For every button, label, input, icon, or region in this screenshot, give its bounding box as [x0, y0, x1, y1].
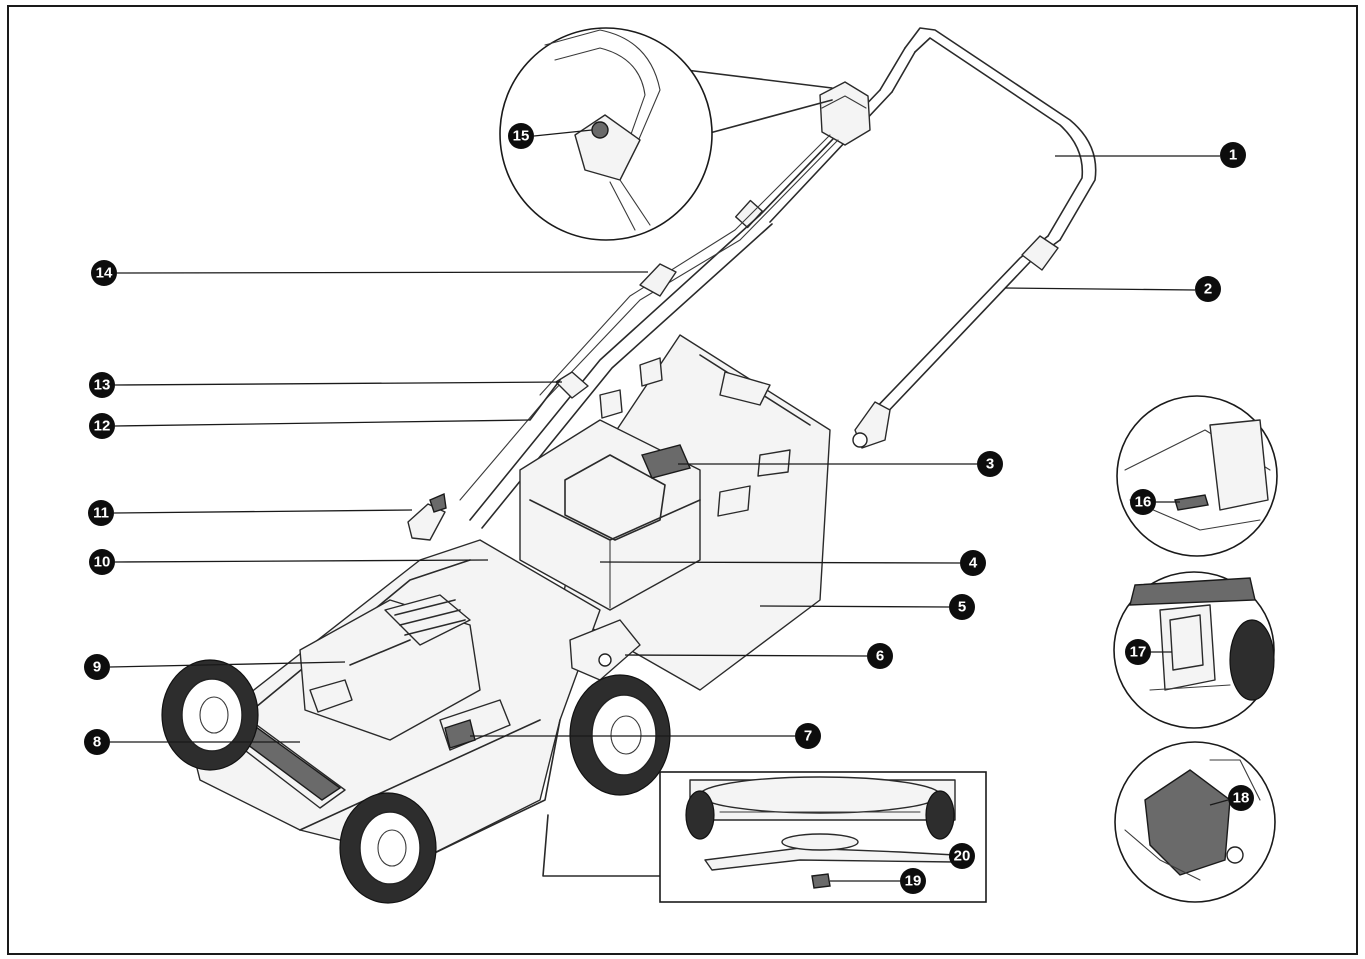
callout-badge-7: [795, 723, 821, 749]
callout-badge-4: [960, 550, 986, 576]
callout-2: 2: [1004, 276, 1221, 302]
callout-number-17: 17: [1130, 644, 1147, 661]
callout-number-3: 3: [986, 456, 994, 473]
brake-lever: [407, 503, 446, 541]
callout-number-11: 11: [93, 505, 109, 522]
callout-badge-6: [867, 643, 893, 669]
callout-badge-2: [1195, 276, 1221, 302]
callout-number-14: 14: [96, 265, 113, 282]
callout-number-16: 16: [1135, 494, 1152, 511]
callout-badge-17: [1125, 639, 1151, 665]
callout-badge-11: [88, 500, 114, 526]
callout-leader-11: [113, 509, 413, 514]
handle-assembly: [459, 27, 1097, 529]
callout-badge-20: [949, 843, 975, 869]
callout-14: 14: [91, 260, 649, 286]
callout-number-13: 13: [94, 377, 111, 394]
callout-9: 9: [84, 654, 346, 680]
callout-13: 13: [89, 372, 563, 398]
callout-badge-15: [508, 123, 534, 149]
callout-7: 7: [470, 723, 821, 749]
callout-number-1: 1: [1229, 147, 1237, 164]
callout-badge-16: [1130, 489, 1156, 515]
callout-number-12: 12: [94, 418, 111, 435]
callout-leader-14: [116, 271, 649, 274]
callout-number-9: 9: [93, 659, 101, 676]
inset-18: [1114, 741, 1276, 903]
callout-badge-9: [84, 654, 110, 680]
blade-bolt: [811, 873, 831, 889]
callout-5: 5: [759, 594, 975, 620]
callout-19: 19: [830, 868, 926, 894]
handle-knob-right: [1021, 235, 1059, 271]
handle-knob-lower: [555, 371, 589, 399]
callout-badge-14: [91, 260, 117, 286]
control-box: [819, 81, 871, 146]
callout-18: 18: [1209, 785, 1254, 811]
callout-leader-2: [1004, 287, 1196, 291]
callout-15: 15: [508, 123, 593, 149]
callout-leader-18: [1209, 799, 1229, 806]
cable-clip: [639, 263, 677, 297]
callout-leader-9: [109, 661, 346, 668]
callout-badge-3: [977, 451, 1003, 477]
callout-leader-10: [114, 559, 489, 563]
callout-number-6: 6: [876, 648, 884, 665]
callout-1: 1: [1055, 142, 1246, 168]
callout-badge-13: [89, 372, 115, 398]
callout-10: 10: [89, 549, 489, 575]
wheels: [161, 659, 671, 904]
callout-badge-10: [89, 549, 115, 575]
callout-4: 4: [599, 550, 986, 576]
callout-badge-19: [900, 868, 926, 894]
callout-badge-12: [89, 413, 115, 439]
callout-3: 3: [678, 451, 1003, 477]
callout-badge-18: [1228, 785, 1254, 811]
callout-leader-15: [533, 129, 593, 137]
inset-17: [1113, 571, 1275, 729]
catcher-handle: [641, 444, 691, 479]
callout-leader-6: [624, 654, 868, 657]
callout-number-15: 15: [513, 128, 530, 145]
callout-16: 16: [1130, 489, 1180, 515]
inset-blade: [542, 771, 987, 903]
callout-number-8: 8: [93, 734, 101, 751]
callout-badge-1: [1220, 142, 1246, 168]
callout-leader-4: [599, 561, 961, 564]
callout-6: 6: [624, 643, 893, 669]
callout-number-5: 5: [958, 599, 966, 616]
callout-20: 20: [948, 843, 975, 869]
callout-leader-12: [114, 419, 531, 427]
callout-11: 11: [88, 500, 413, 526]
callout-number-20: 20: [954, 848, 971, 865]
callout-badge-5: [949, 594, 975, 620]
callout-leader-13: [114, 381, 563, 386]
height-adjust-lever: [569, 619, 641, 681]
callout-12: 12: [89, 413, 531, 439]
callout-number-18: 18: [1233, 790, 1250, 807]
callout-leader-5: [759, 605, 950, 608]
callout-number-4: 4: [969, 555, 978, 572]
outer-frame: [7, 5, 1358, 955]
grass-catcher: [519, 334, 831, 691]
callout-17: 17: [1125, 639, 1172, 665]
callout-number-10: 10: [94, 554, 111, 571]
callout-number-2: 2: [1204, 281, 1212, 298]
inset-control-detail: [499, 27, 833, 241]
mower-deck: [189, 492, 641, 861]
callout-badge-8: [84, 729, 110, 755]
inset-16: [1116, 395, 1278, 557]
callout-8: 8: [84, 729, 300, 755]
callout-number-7: 7: [804, 728, 812, 745]
callout-number-19: 19: [905, 873, 922, 890]
